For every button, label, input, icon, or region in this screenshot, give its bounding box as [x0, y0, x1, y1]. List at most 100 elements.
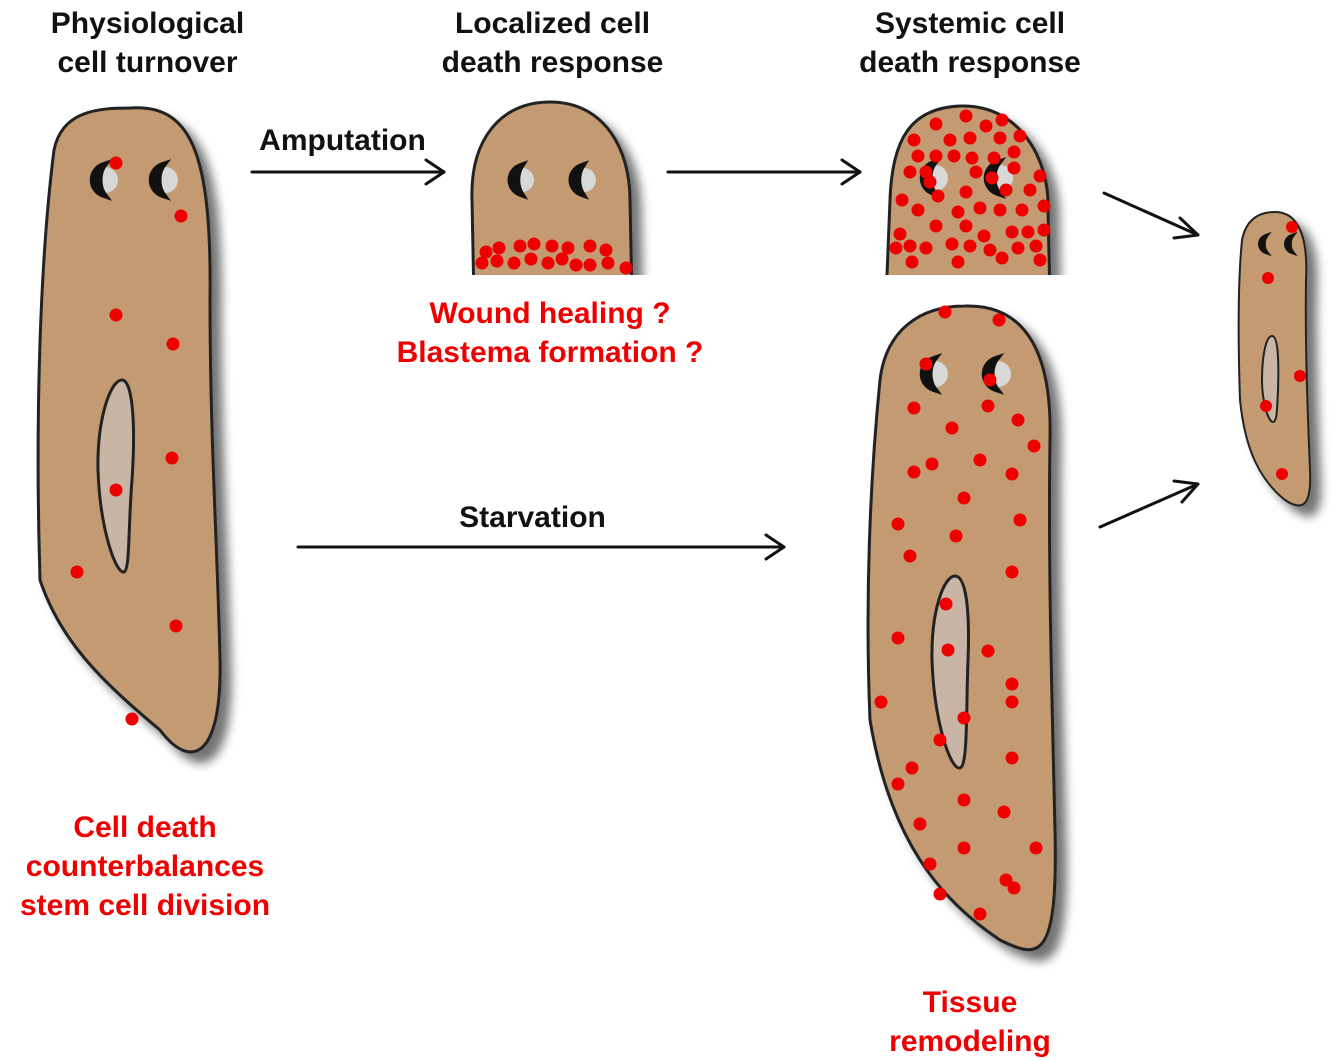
dying-cell-dot [974, 202, 987, 215]
dying-cell-dot [1006, 468, 1019, 481]
dying-cell-dot [546, 240, 559, 253]
dying-cell-dot [1286, 221, 1298, 233]
dying-cell-dot [1006, 678, 1019, 691]
arrow-icon-starved-to-small [1100, 481, 1198, 527]
dying-cell-dot [952, 206, 965, 219]
dying-cell-dot [570, 259, 583, 272]
dying-cell-dot [958, 492, 971, 505]
dying-cell-dot [914, 818, 927, 831]
dying-cell-dot [126, 713, 139, 726]
dying-cell-dot [980, 120, 993, 133]
dying-cell-dot [978, 230, 991, 243]
dying-cell-dot [584, 240, 597, 253]
dying-cell-dot [1038, 200, 1051, 213]
dying-cell-dot [942, 644, 955, 657]
dying-cell-dot [920, 242, 933, 255]
dying-cell-dot [1006, 566, 1019, 579]
dying-cell-dot [1038, 224, 1051, 237]
dying-cell-dot [1000, 184, 1013, 197]
planarian-worm-icon-amputated [472, 102, 633, 300]
dying-cell-dot [904, 550, 917, 563]
arrow-icon-amputation [252, 160, 444, 184]
dying-cell-dot [964, 240, 977, 253]
dying-cell-dot [602, 257, 615, 270]
dying-cell-dot [912, 150, 925, 163]
dying-cell-dot [960, 110, 973, 123]
dying-cell-dot [1008, 146, 1021, 159]
dying-cell-dot [1008, 882, 1021, 895]
dying-cell-dot [958, 712, 971, 725]
planarian-worm-icon-starved [868, 306, 1055, 950]
arrow-icon-starvation [298, 535, 784, 559]
dying-cell-dot [894, 228, 907, 241]
arrow-icon-localized-to-systemic [668, 160, 860, 184]
dying-cell-dot [908, 402, 921, 415]
dying-cell-dot [584, 259, 597, 272]
dying-cell-dot [600, 244, 613, 257]
dying-cell-dot [110, 484, 123, 497]
dying-cell-dot [986, 172, 999, 185]
dying-cell-dot [1260, 400, 1272, 412]
dying-cell-dot [1012, 414, 1025, 427]
dying-cell-dot [958, 842, 971, 855]
dying-cell-dot [892, 518, 905, 531]
dying-cell-dot [994, 132, 1007, 145]
dying-cell-dot [908, 134, 921, 147]
dying-cell-dot [930, 150, 943, 163]
dying-cell-dot [556, 253, 569, 266]
eye-icon [1286, 236, 1292, 252]
dying-cell-dot [960, 186, 973, 199]
dying-cell-dot [1014, 514, 1027, 527]
dying-cell-dot [1034, 254, 1047, 267]
dying-cell-dot [892, 778, 905, 791]
dying-cell-dot [964, 132, 977, 145]
dying-cell-dot [974, 908, 987, 921]
dying-cell-dot [984, 244, 997, 257]
dying-cell-dot [1014, 130, 1027, 143]
dying-cell-dot [562, 242, 575, 255]
dying-cell-dot [890, 242, 903, 255]
dying-cell-dot [966, 152, 979, 165]
dying-cell-dot [896, 194, 909, 207]
dying-cell-dot [514, 240, 527, 253]
dying-cell-dot [952, 256, 965, 269]
dying-cell-dot [970, 166, 983, 179]
dying-cell-dot [920, 358, 933, 371]
dying-cell-dot [984, 374, 997, 387]
dying-cell-dot [993, 314, 1006, 327]
dying-cell-dot [167, 338, 180, 351]
dying-cell-dot [994, 204, 1007, 217]
dying-cell-dot [1034, 170, 1047, 183]
dying-cell-dot [906, 256, 919, 269]
dying-cell-dot [1006, 752, 1019, 765]
dying-cell-dot [1022, 226, 1035, 239]
dying-cell-dot [620, 262, 633, 275]
dying-cell-dot [946, 422, 959, 435]
dying-cell-dot [958, 794, 971, 807]
dying-cell-dot [908, 466, 921, 479]
dying-cell-dot [508, 257, 521, 270]
dying-cell-dot [904, 166, 917, 179]
dying-cell-dot [528, 238, 541, 251]
dying-cell-dot [1030, 240, 1043, 253]
dying-cell-dot [988, 152, 1001, 165]
planarian-worm-icon-small [1239, 212, 1311, 506]
dying-cell-dot [493, 242, 506, 255]
dying-cell-dot [1294, 370, 1306, 382]
dying-cell-dot [996, 114, 1009, 127]
dying-cell-dot [944, 134, 957, 147]
dying-cell-dot [166, 452, 179, 465]
dying-cell-dot [939, 306, 952, 319]
dying-cell-dot [932, 190, 945, 203]
planarian-worm-icon-systemic [886, 106, 1051, 300]
dying-cell-dot [1008, 162, 1021, 175]
dying-cell-dot [982, 400, 995, 413]
dying-cell-dot [175, 210, 188, 223]
dying-cell-dot [892, 632, 905, 645]
dying-cell-dot [930, 220, 943, 233]
dying-cell-dot [1016, 204, 1029, 217]
dying-cell-dot [934, 888, 947, 901]
dying-cell-dot [110, 157, 123, 170]
dying-cell-dot [1024, 184, 1037, 197]
